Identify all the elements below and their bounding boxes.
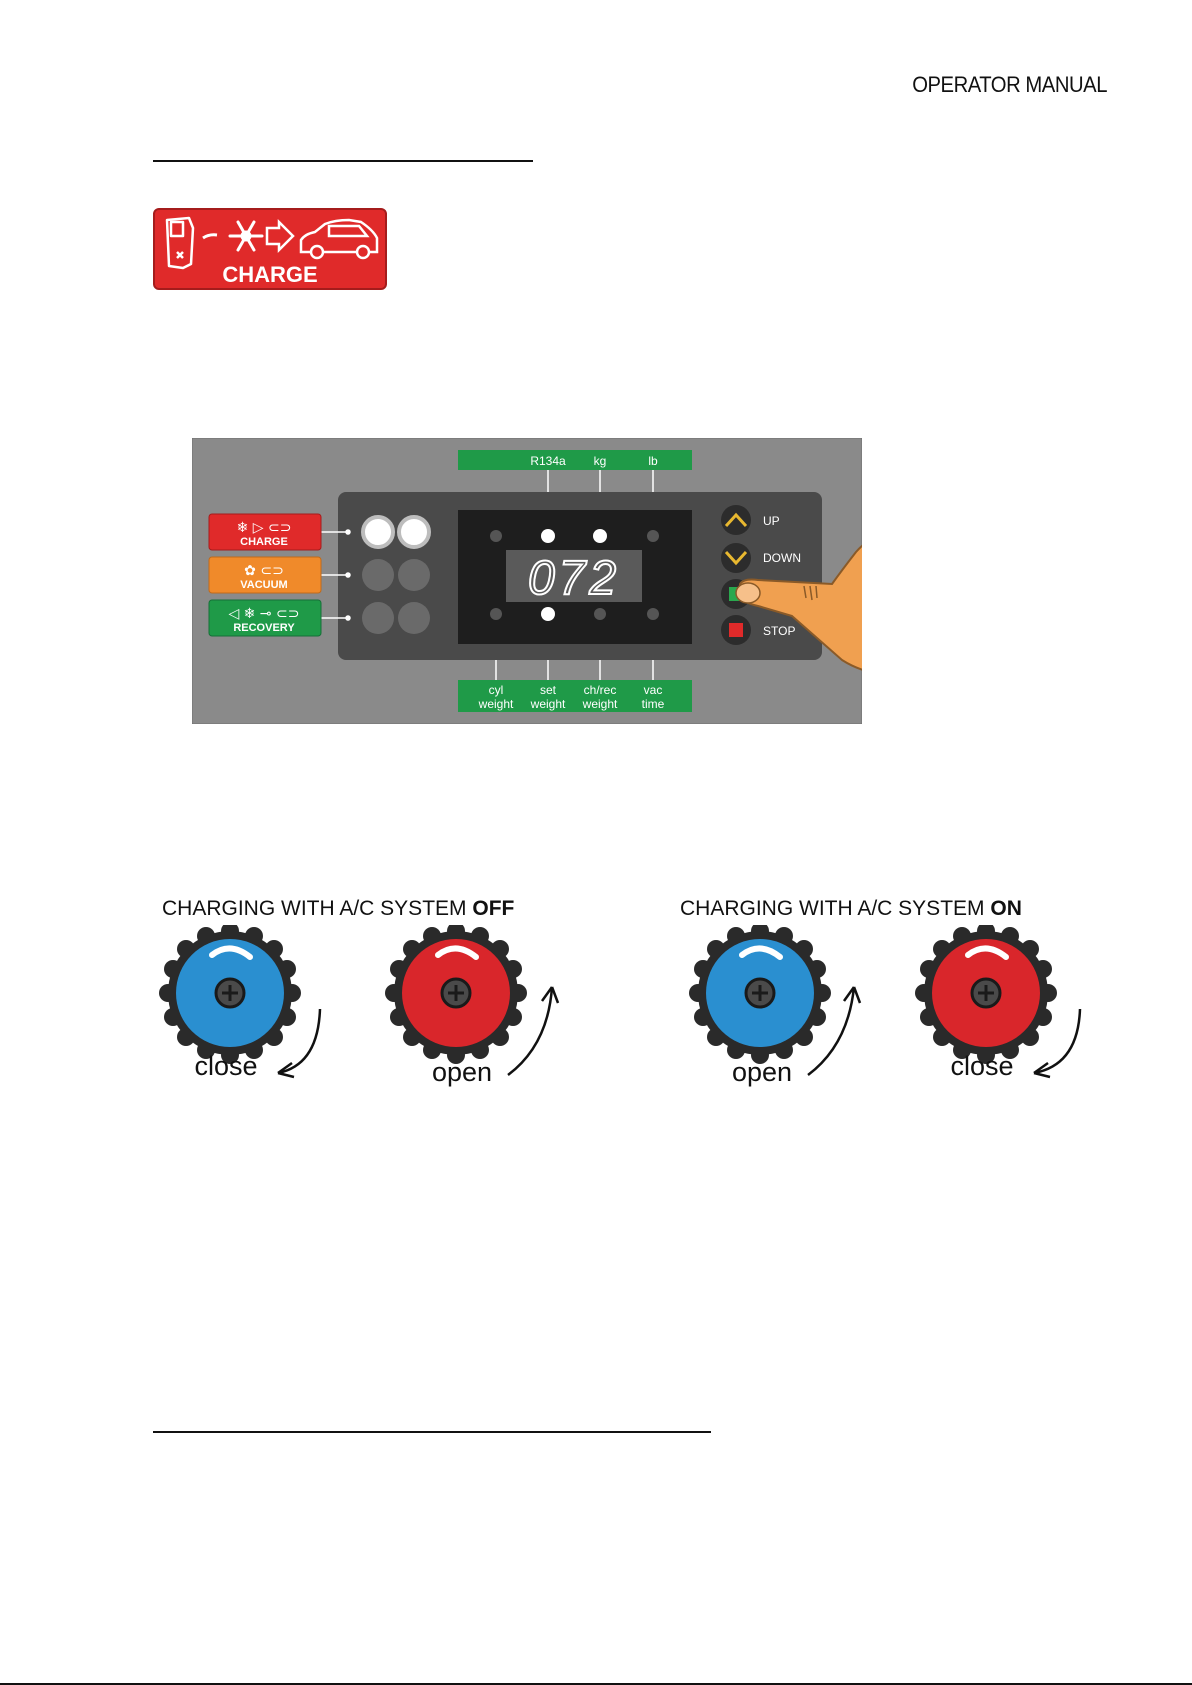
header-title: OPERATOR MANUAL [89, 72, 1107, 98]
knob-diagrams: close open open close [150, 925, 1090, 1105]
blue-knob-off [159, 925, 301, 1064]
red-knob-off-caption: open [432, 1057, 492, 1087]
charge-badge-label: CHARGE [222, 262, 317, 287]
svg-text:UP: UP [763, 514, 780, 528]
blue-knob-on-caption: open [732, 1057, 792, 1087]
indicator-set-weight-line1: set [540, 683, 557, 697]
indicator-label-kg: kg [594, 454, 607, 468]
mode-label-vacuum: VACUUM ✿ ⊂⊃ [209, 557, 321, 593]
indicator-cyl-weight-line1: cyl [489, 683, 504, 697]
indicator-vac-time-line1: vac [644, 683, 663, 697]
section-heading-rule-top [153, 160, 533, 162]
indicator-chrec-weight-line1: ch/rec [584, 683, 617, 697]
blue-knob-off-caption: close [194, 1051, 257, 1081]
vacuum-mini-icons: ✿ ⊂⊃ [244, 563, 284, 579]
charge-badge: CHARGE [153, 208, 387, 290]
svg-text:VACUUM: VACUUM [240, 579, 287, 591]
blue-knob-on [689, 925, 831, 1064]
svg-text:RECOVERY: RECOVERY [233, 622, 295, 634]
mode-label-recovery: RECOVERY ◁ ❄ ⊸ ⊂⊃ [209, 600, 321, 636]
indicator-vac-time-line2: time [642, 697, 665, 711]
display-value: 072 [528, 552, 620, 605]
charging-off-label: CHARGING WITH A/C SYSTEM OFF [162, 897, 514, 921]
red-knob-off [385, 925, 527, 1064]
indicator-cyl-weight-line2: weight [478, 697, 514, 711]
indicator-chrec-weight-line2: weight [582, 697, 618, 711]
recovery-mini-icons: ◁ ❄ ⊸ ⊂⊃ [228, 606, 299, 622]
control-panel: R134a kg lb cyl weight set weight ch/rec… [192, 438, 862, 724]
svg-text:CHARGE: CHARGE [240, 536, 288, 548]
red-knob-on [915, 925, 1057, 1064]
charge-mini-icons: ❄ ▷ ⊂⊃ [237, 520, 292, 536]
indicator-set-weight-line2: weight [530, 697, 566, 711]
indicator-label-r134a: R134a [530, 454, 566, 468]
mode-label-charge: CHARGE ❄ ▷ ⊂⊃ [209, 514, 321, 550]
section-heading-rule-bottom [153, 1431, 711, 1433]
charging-on-label: CHARGING WITH A/C SYSTEM ON [680, 897, 1022, 921]
indicator-label-lb: lb [648, 454, 658, 468]
svg-text:DOWN: DOWN [763, 551, 801, 565]
svg-text:STOP: STOP [763, 624, 795, 638]
red-knob-on-caption: close [950, 1051, 1013, 1081]
